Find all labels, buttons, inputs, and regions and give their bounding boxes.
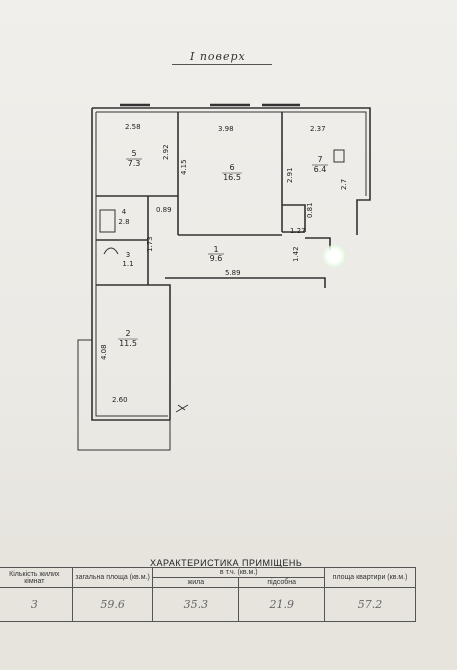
header-auxiliary: підсобна xyxy=(238,577,326,588)
balcony-outline xyxy=(77,339,171,451)
characteristics-table: Кількість жилих кімнат загальна площа (к… xyxy=(0,567,416,622)
characteristics-table-area: ХАРАКТЕРИСТИКА ПРИМІЩЕНЬ Кількість жилих… xyxy=(0,545,457,670)
room-2-area: 11.5 xyxy=(119,339,137,348)
dim-4-15: 4.15 xyxy=(180,159,188,175)
wall-corridor-bottom xyxy=(165,277,326,288)
stove-icon xyxy=(333,149,345,163)
dim-3-98: 3.98 xyxy=(218,125,234,133)
dim-2-92: 2.92 xyxy=(162,144,170,160)
wall-corridor-left xyxy=(96,284,171,420)
value-total: 59.6 xyxy=(71,587,154,622)
room-6-number: 6 xyxy=(229,163,234,172)
room-7-number: 7 xyxy=(317,155,322,164)
header-rooms: Кількість жилих кімнат xyxy=(0,567,73,588)
room-5-area: 7.3 xyxy=(128,159,141,168)
value-rooms: 3 xyxy=(0,587,73,622)
dim-0-81: 0.81 xyxy=(306,202,314,218)
value-apartment: 57.2 xyxy=(324,587,416,622)
room-7-area: 6.4 xyxy=(314,165,327,174)
bathtub-icon xyxy=(99,209,116,233)
wall-kitchen-inner xyxy=(282,204,306,232)
dim-1-42: 1.42 xyxy=(292,246,300,262)
room-2-number: 2 xyxy=(125,329,130,338)
room-4-number: 4 xyxy=(122,208,127,216)
floor-title: I поверх xyxy=(190,50,246,63)
room-3-number: 3 xyxy=(126,251,130,259)
table-title: ХАРАКТЕРИСТИКА ПРИМІЩЕНЬ xyxy=(150,558,303,568)
dim-0-89: 0.89 xyxy=(156,206,172,214)
room-5-number: 5 xyxy=(131,149,136,158)
floor-title-underline xyxy=(172,64,272,65)
room-1-area: 9.6 xyxy=(210,254,223,263)
highlight-marker xyxy=(323,245,345,267)
outer-wall-top-right xyxy=(92,107,371,235)
floor-plan: 2.58 3.98 2.37 2.92 4.15 2.91 2.7 0.81 0… xyxy=(77,103,371,451)
dim-2-60: 2.60 xyxy=(112,396,128,404)
dim-1-27: 1.27 xyxy=(290,227,306,235)
dim-2-58: 2.58 xyxy=(125,123,141,131)
room-3-area: 1.1 xyxy=(122,260,133,268)
dim-2-91: 2.91 xyxy=(286,167,294,183)
dim-5-89: 5.89 xyxy=(225,269,241,277)
dim-1-73: 1.73 xyxy=(146,236,154,252)
dim-2-7: 2.7 xyxy=(340,179,348,190)
header-living: жила xyxy=(152,577,240,588)
header-apartment: площа квартири (кв.м.) xyxy=(324,567,416,588)
header-total: загальна площа (кв.м.) xyxy=(71,567,154,588)
toilet-icon xyxy=(103,247,119,255)
value-living: 35.3 xyxy=(152,587,240,622)
outer-wall-inner-line xyxy=(96,111,367,196)
dim-4-08: 4.08 xyxy=(100,344,108,360)
outer-wall-left xyxy=(91,108,170,421)
dim-2-37: 2.37 xyxy=(310,125,326,133)
header-including: в т.ч. (кв.м.) xyxy=(152,567,326,578)
value-auxiliary: 21.9 xyxy=(238,587,326,622)
room-4-area: 2.8 xyxy=(118,218,129,226)
room-6-area: 16.5 xyxy=(223,173,241,182)
room-1-number: 1 xyxy=(213,245,218,254)
